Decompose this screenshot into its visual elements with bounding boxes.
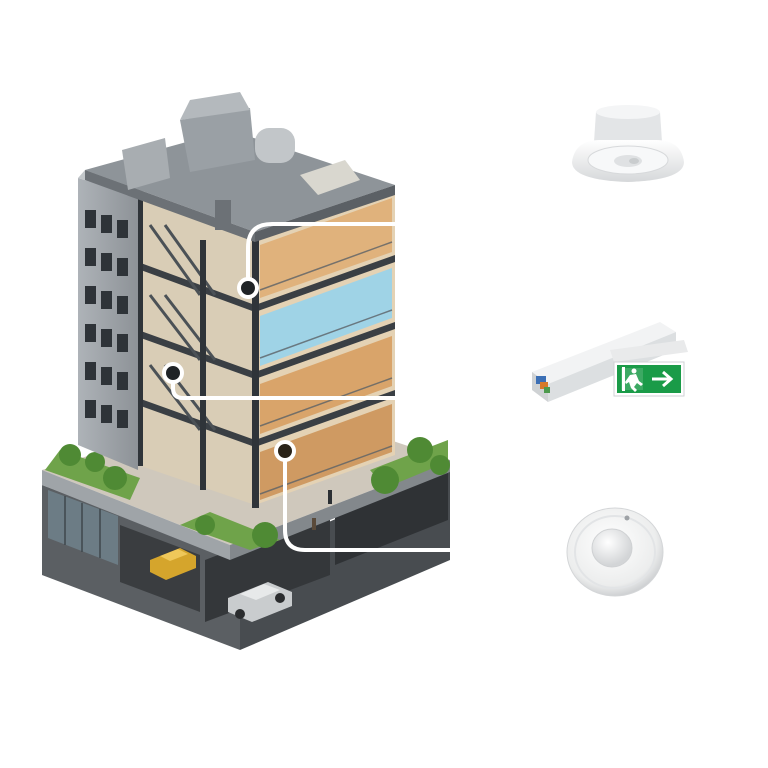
occupancy-sensor-icon [566,507,664,597]
ceiling-occupancy-sensor-product[interactable] [566,507,664,597]
connector-lower [283,449,452,552]
lower-floor-hotspot[interactable] [274,440,296,462]
arrow-right-icon [652,370,674,388]
connector-upper [246,222,400,290]
callout-connectors [171,222,452,552]
building-cutaway [42,92,452,650]
downlight-sensor-product[interactable] [572,105,684,182]
upper-floor-hotspot[interactable] [237,277,259,299]
running-man-icon [622,367,643,392]
parked-car-yellow [150,548,196,580]
tower-roof [85,92,395,242]
tower-left-wing [78,170,145,470]
exit-sign-icon [610,340,688,397]
middle-floor-hotspot[interactable] [162,362,184,384]
tower-cutaway-core [138,190,395,508]
parked-car-silver [228,582,292,622]
parking-level [42,465,450,650]
recessed-downlight-icon [572,105,684,182]
emergency-exit-kit-product[interactable] [532,322,688,402]
connector-middle [171,371,400,400]
